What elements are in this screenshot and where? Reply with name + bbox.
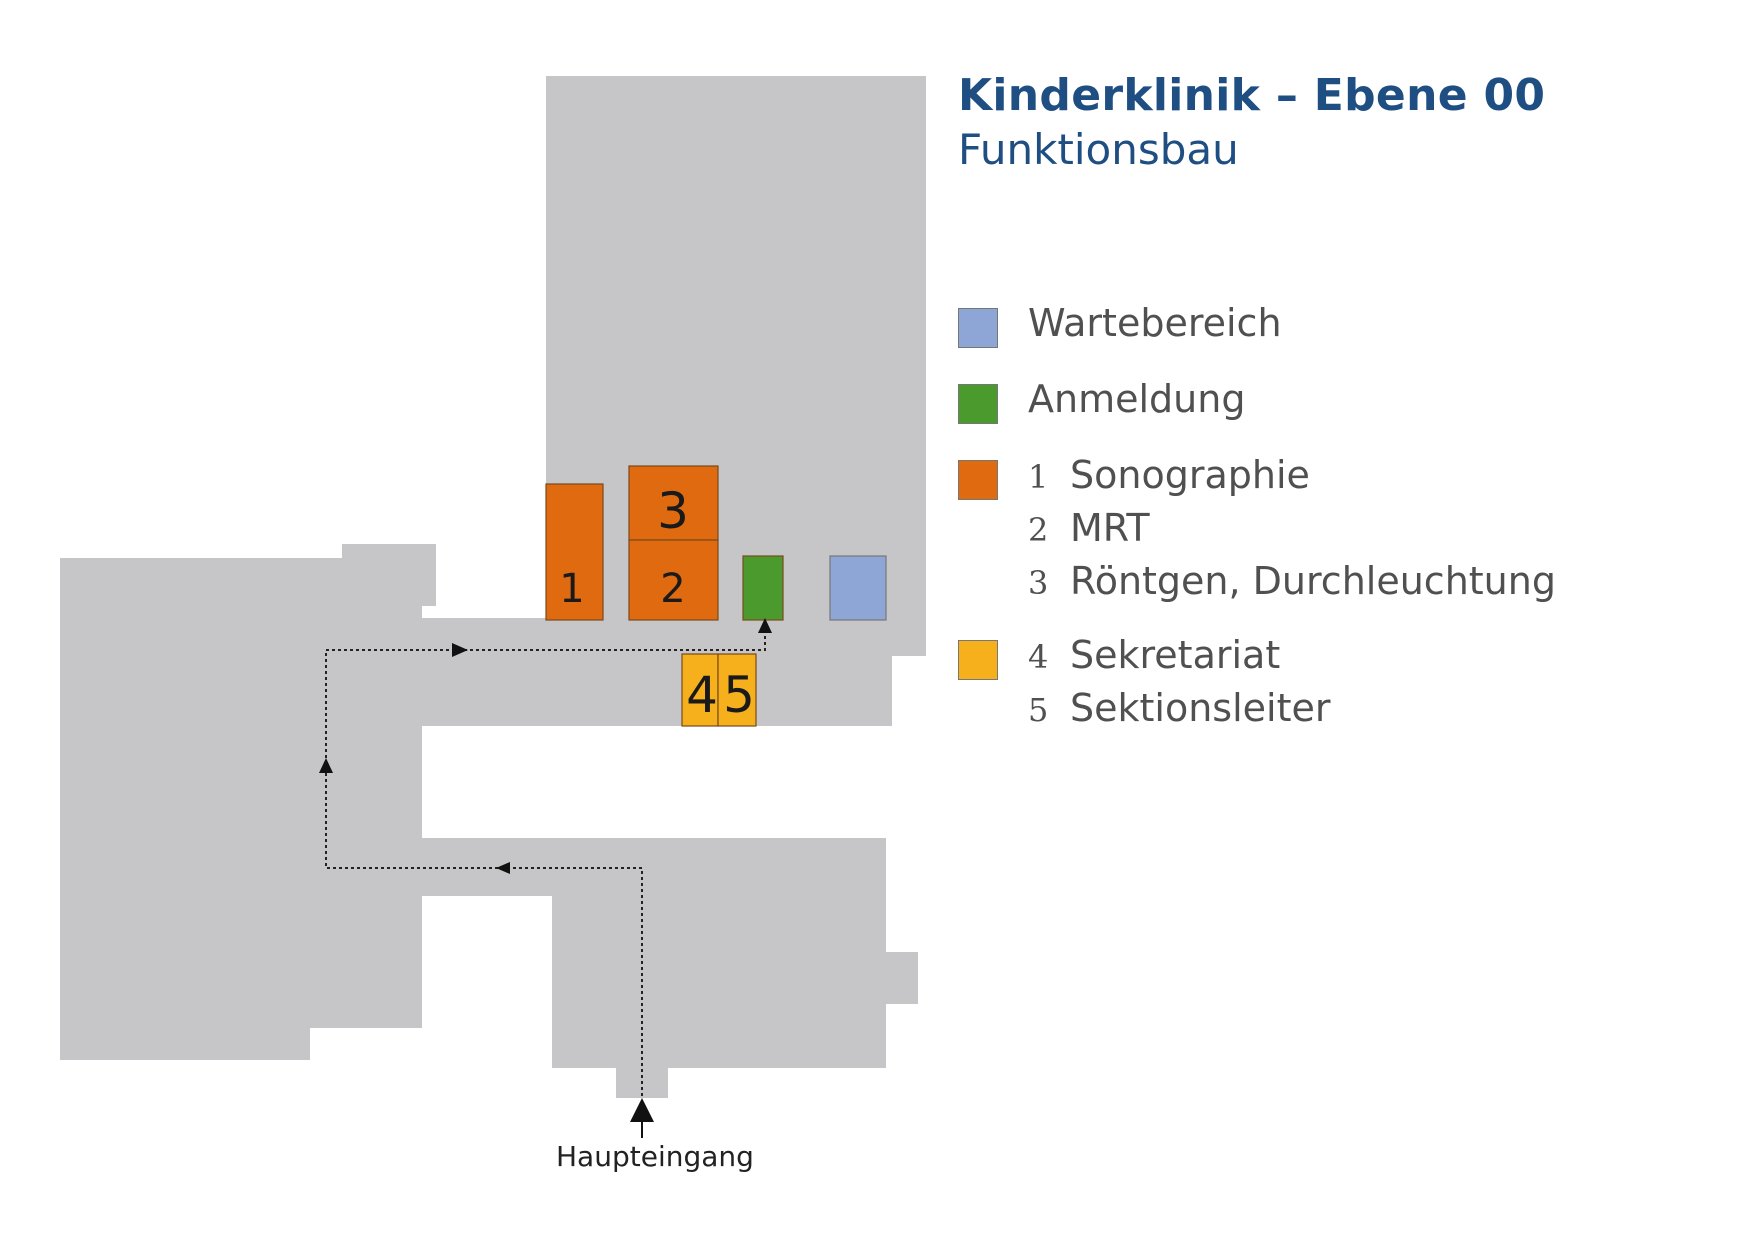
room-numbers: 1 2 3 4 5 <box>559 482 755 724</box>
south-wing <box>552 838 886 1068</box>
legend-num-3: 3 <box>1028 564 1049 602</box>
waiting-area-room[interactable] <box>829 555 887 621</box>
legend-entry-1: 1 Sonographie <box>1028 452 1310 500</box>
south-wing-tab <box>880 952 918 1004</box>
courtyard-gap <box>422 726 886 838</box>
route-arrows <box>319 618 772 1138</box>
arrow-west-icon <box>496 862 510 874</box>
legend-label-sonographie: Sonographie <box>1070 453 1310 497</box>
registration-room[interactable] <box>742 555 784 621</box>
legend-num-4: 4 <box>1028 638 1049 676</box>
room-2-number: 2 <box>660 566 685 612</box>
legend-swatch-waiting <box>958 308 998 348</box>
legend-label-waiting: Wartebereich <box>1028 301 1282 345</box>
west-wing <box>60 558 422 1028</box>
room-5-sektionsleiter[interactable] <box>717 653 757 727</box>
legend-swatch-diagnostics <box>958 460 998 500</box>
legend-entry-5: 5 Sektionsleiter <box>1028 685 1331 733</box>
west-wing-bottom <box>60 1000 310 1060</box>
north-wing-lower <box>420 618 892 726</box>
legend-num-2: 2 <box>1028 511 1049 549</box>
legend-label-mrt: MRT <box>1070 506 1150 550</box>
room-3-roentgen[interactable] <box>628 465 719 541</box>
legend-num-1: 1 <box>1028 458 1049 496</box>
arrow-anmeldung-icon <box>758 618 772 633</box>
legend-swatch-registration <box>958 384 998 424</box>
room-4-number: 4 <box>686 666 718 724</box>
main-entrance-label: Haupteingang <box>556 1140 754 1173</box>
room-1-sonographie[interactable] <box>545 483 604 621</box>
legend-label-sektionsleiter: Sektionsleiter <box>1070 686 1331 730</box>
room-1-number: 1 <box>559 566 584 612</box>
legend-entry-3: 3 Röntgen, Durchleuchtung <box>1028 558 1556 606</box>
rooms <box>545 465 887 727</box>
legend-label-registration: Anmeldung <box>1028 377 1246 421</box>
legend-swatch-offices <box>958 640 998 680</box>
arrow-north-icon <box>319 758 333 773</box>
room-5-number: 5 <box>723 666 755 724</box>
legend-entry-4: 4 Sekretariat <box>1028 632 1280 680</box>
page-title: Kinderklinik – Ebene 00 <box>958 70 1546 121</box>
page-subtitle: Funktionsbau <box>958 125 1239 174</box>
west-wing-tab <box>342 544 436 606</box>
entrance-porch <box>616 1060 668 1098</box>
legend-entry-2: 2 MRT <box>1028 505 1150 553</box>
building-footprint <box>60 76 926 1098</box>
room-2-mrt[interactable] <box>628 539 719 621</box>
legend-label-sekretariat: Sekretariat <box>1070 633 1281 677</box>
title-block: Kinderklinik – Ebene 00 Funktionsbau <box>958 68 1545 176</box>
courtyard-gap-lower <box>422 896 552 1028</box>
legend-num-5: 5 <box>1028 691 1049 729</box>
legend-label-roentgen: Röntgen, Durchleuchtung <box>1070 559 1556 603</box>
arrow-east-icon <box>452 643 468 657</box>
arrow-entrance-icon <box>630 1098 654 1122</box>
room-3-number: 3 <box>657 482 689 540</box>
